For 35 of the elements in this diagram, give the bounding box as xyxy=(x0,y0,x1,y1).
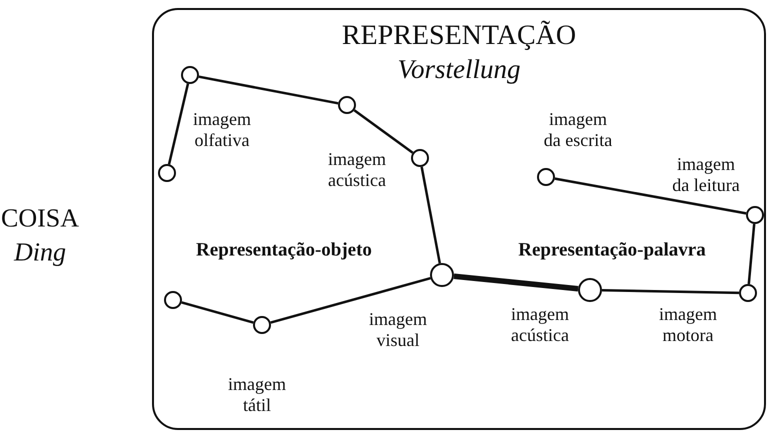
connector-line xyxy=(198,75,338,105)
connector-line xyxy=(181,301,254,324)
connector-line xyxy=(554,177,746,215)
node-circle xyxy=(578,278,602,302)
group-label: Representação-palavra xyxy=(517,240,707,260)
connector-line xyxy=(354,109,414,154)
node-circle xyxy=(430,262,454,286)
node-circle xyxy=(410,148,428,166)
connector-line xyxy=(454,273,578,292)
image-label: imagem acústica xyxy=(327,149,387,191)
node-circle xyxy=(746,206,764,224)
connector-line xyxy=(270,277,431,324)
image-label: imagem acústica xyxy=(510,304,570,346)
node-circle xyxy=(164,290,182,308)
coisa-label: COISA xyxy=(1,208,79,228)
node-circle xyxy=(738,284,756,302)
image-label: imagem da escrita xyxy=(542,109,614,151)
subheading: Vorstellung xyxy=(397,54,520,84)
node-circle xyxy=(180,66,198,84)
image-label: imagem tátil xyxy=(227,374,287,416)
node-circle xyxy=(158,164,176,182)
group-box xyxy=(152,8,766,430)
connector-line xyxy=(602,288,740,294)
image-label: imagem olfativa xyxy=(192,109,252,151)
connector-line xyxy=(748,224,756,284)
connector-line xyxy=(420,166,441,264)
node-circle xyxy=(252,316,270,334)
heading: REPRESENTAÇÃO xyxy=(342,20,576,51)
connector-line xyxy=(168,83,190,165)
image-label: imagem da leitura xyxy=(671,154,741,196)
group-label: Representação-objeto xyxy=(195,240,373,260)
node-circle xyxy=(536,168,554,186)
image-label: imagem motora xyxy=(658,304,718,346)
node-circle xyxy=(338,96,356,114)
image-label: imagem visual xyxy=(368,309,428,351)
